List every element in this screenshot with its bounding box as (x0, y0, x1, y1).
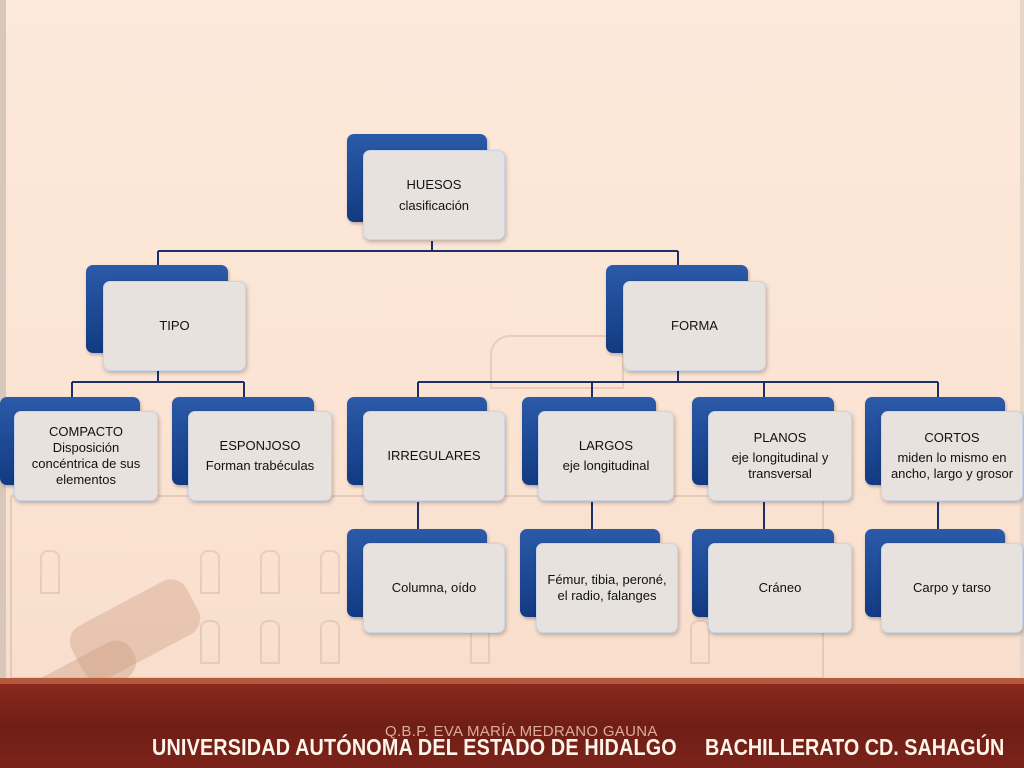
node-cortos: CORTOS miden lo mismo en ancho, largo y … (865, 397, 1023, 503)
node-tipo-label: TIPO (159, 318, 190, 333)
node-columna-oido-label: Columna, oído (391, 580, 477, 595)
node-huesos-title: HUESOS (406, 176, 462, 192)
node-forma: FORMA (606, 265, 766, 371)
node-compacto-text: Disposición concéntrica de sus elementos (31, 440, 141, 487)
node-planos-title: PLANOS (753, 430, 807, 445)
node-cortos-title: CORTOS (924, 430, 980, 445)
node-columna-oido: Columna, oído (347, 529, 505, 635)
node-largos: LARGOS eje longitudinal (522, 397, 674, 503)
node-carpo-tarso: Carpo y tarso (865, 529, 1023, 635)
node-planos: PLANOS eje longitudinal y transversal (692, 397, 852, 503)
node-femur-tibia-label: Fémur, tibia, peroné, el radio, falanges (547, 572, 667, 603)
node-largos-title: LARGOS (578, 438, 634, 453)
node-cortos-text: miden lo mismo en ancho, largo y grosor (890, 450, 1014, 481)
footer-banner (0, 678, 1024, 768)
node-tipo: TIPO (86, 265, 246, 371)
node-forma-label: FORMA (671, 318, 718, 333)
node-esponjoso-title: ESPONJOSO (219, 438, 301, 453)
left-border (0, 0, 6, 768)
node-huesos-subtitle: clasificación (398, 197, 470, 213)
node-irregulares-label: IRREGULARES (387, 448, 481, 463)
node-carpo-tarso-label: Carpo y tarso (912, 580, 992, 595)
node-compacto-title: COMPACTO (49, 424, 123, 439)
footer-stripe (0, 678, 1024, 684)
node-huesos: HUESOS clasificación (347, 134, 505, 242)
node-femur-tibia: Fémur, tibia, peroné, el radio, falanges (520, 529, 678, 635)
author-credit: Q.B.P. EVA MARÍA MEDRANO GAUNA (385, 723, 658, 740)
campus-name: BACHILLERATO CD. SAHAGÚN (705, 734, 1005, 760)
right-border (1020, 0, 1024, 768)
node-compacto: COMPACTO Disposición concéntrica de sus … (0, 397, 158, 503)
node-esponjoso-text: Forman trabéculas (205, 458, 315, 473)
node-esponjoso: ESPONJOSO Forman trabéculas (172, 397, 332, 503)
node-craneo: Cráneo (692, 529, 852, 635)
node-planos-text: eje longitudinal y transversal (731, 450, 829, 481)
university-name: UNIVERSIDAD AUTÓNOMA DEL ESTADO DE HIDAL… (152, 734, 677, 760)
node-largos-text: eje longitudinal (562, 458, 650, 473)
node-irregulares: IRREGULARES (347, 397, 505, 503)
node-craneo-label: Cráneo (758, 580, 802, 595)
